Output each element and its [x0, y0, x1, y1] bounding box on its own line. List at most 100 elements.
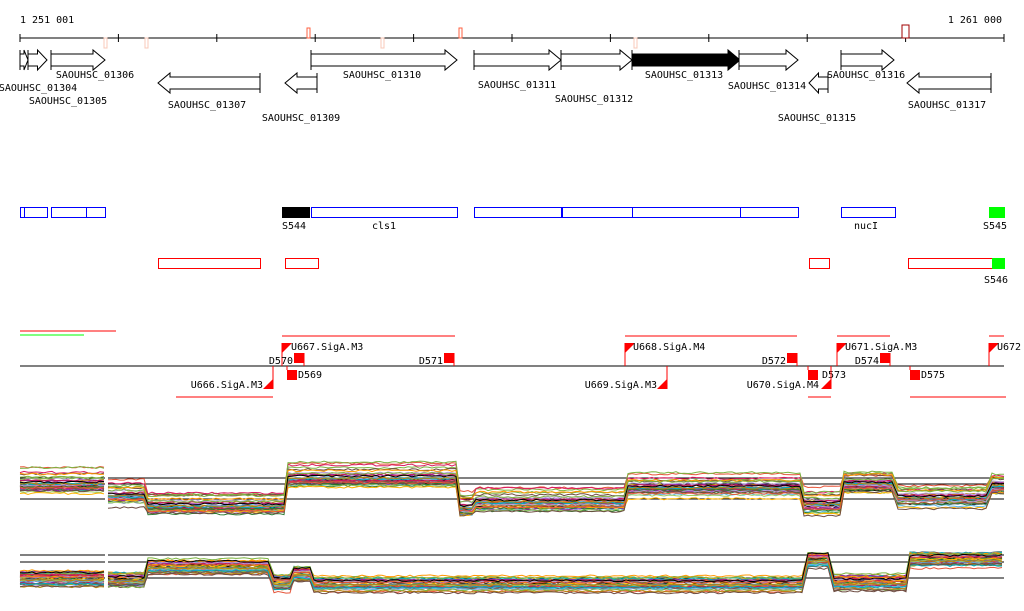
feature-label: D569 [298, 370, 322, 381]
profile-line [19, 480, 1005, 513]
segment-box[interactable] [285, 258, 319, 269]
gene-arrow-icon[interactable] [808, 71, 829, 95]
gene-saouhsc_01313[interactable]: SAOUHSC_01313 [631, 48, 741, 81]
segment-box[interactable] [992, 258, 1005, 269]
feature-d575[interactable]: D575 [909, 366, 945, 381]
feature-d572[interactable]: D572 [762, 353, 798, 367]
feature-u672[interactable]: U672 [988, 342, 1021, 366]
segment-box[interactable] [474, 207, 562, 218]
gene-arrow-icon[interactable] [284, 71, 318, 95]
segment-label-s546: S546 [984, 275, 1008, 286]
gene-label: SAOUHSC_01316 [827, 70, 905, 81]
expression-profile-top [19, 460, 1005, 518]
feature-d574[interactable]: D574 [855, 353, 891, 367]
gene-arrow-icon[interactable] [738, 48, 799, 72]
segment-box[interactable] [20, 207, 25, 218]
box-marker-icon [287, 370, 297, 380]
gene-saouhsc_01316[interactable]: SAOUHSC_01316 [827, 48, 905, 81]
segment-box[interactable] [632, 207, 741, 218]
reverse-segment-track: S546 [158, 258, 1008, 286]
segment-box[interactable] [282, 207, 310, 218]
ruler-marker [144, 37, 149, 49]
box-marker-icon [910, 370, 920, 380]
feature-label: D573 [822, 370, 846, 381]
box-marker-icon [294, 353, 304, 363]
gene-label: SAOUHSC_01310 [343, 70, 421, 81]
gene-label: SAOUHSC_01315 [778, 113, 856, 124]
segment-box[interactable] [841, 207, 896, 218]
flag-icon [282, 343, 292, 353]
gene-arrow-icon[interactable] [19, 49, 29, 71]
gene-arrow-icon[interactable] [473, 48, 562, 72]
segment-box[interactable] [740, 207, 799, 218]
gene-arrow-icon[interactable] [906, 71, 992, 95]
gene-arrow-icon[interactable] [310, 48, 458, 72]
feature-u671-siga-m3[interactable]: U671.SigA.M3 [836, 342, 917, 366]
forward-segment-track: S544 cls1 nucI S545 [20, 207, 1007, 232]
gene-arrow-icon[interactable] [157, 71, 261, 95]
gene-saouhsc_01306[interactable]: SAOUHSC_01306 [50, 48, 134, 81]
gene-label: SAOUHSC_01311 [478, 80, 556, 91]
profile-line [19, 563, 1003, 591]
segment-box[interactable] [311, 207, 458, 218]
feature-d573[interactable]: D573 [807, 366, 846, 381]
gene-arrow-icon[interactable] [50, 48, 106, 72]
ruler-marker [380, 37, 385, 49]
profile-line [19, 482, 1004, 518]
segment-box[interactable] [562, 207, 633, 218]
gene-saouhsc_01314[interactable]: SAOUHSC_01314 [728, 48, 806, 92]
gene-arrow-icon[interactable] [27, 48, 48, 72]
gene-track: SAOUHSC_01304SAOUHSC_01305SAOUHSC_01306S… [0, 48, 992, 124]
gene-saouhsc_01315[interactable]: SAOUHSC_01315 [778, 71, 856, 124]
feature-d569[interactable]: D569 [286, 366, 322, 381]
feature-d570[interactable]: D570 [269, 353, 305, 367]
segment-box[interactable] [51, 207, 87, 218]
gene-label: SAOUHSC_01304 [0, 83, 77, 94]
feature-label: U672 [997, 342, 1021, 353]
gene-saouhsc_01309[interactable]: SAOUHSC_01309 [262, 71, 340, 124]
feature-d571[interactable]: D571 [419, 353, 455, 367]
gene-saouhsc_01305[interactable]: SAOUHSC_01305 [27, 48, 107, 107]
segment-box[interactable] [24, 207, 48, 218]
profile-line [19, 552, 1003, 579]
gene-saouhsc_01311[interactable]: SAOUHSC_01311 [473, 48, 562, 91]
feature-label: D572 [762, 356, 786, 367]
profile-line [19, 555, 1003, 584]
feature-label: U667.SigA.M3 [291, 342, 363, 353]
ruler-start-label: 1 251 001 [20, 15, 74, 26]
gene-label: SAOUHSC_01314 [728, 81, 806, 92]
gene-saouhsc_01310[interactable]: SAOUHSC_01310 [310, 48, 458, 81]
segment-box[interactable] [86, 207, 106, 218]
gene-arrow-icon[interactable] [560, 48, 633, 72]
profile-line [19, 559, 1003, 587]
gene-arrow-icon[interactable] [840, 48, 895, 72]
feature-u667-siga-m3[interactable]: U667.SigA.M3 [281, 342, 363, 366]
feature-u666-siga-m3[interactable]: U666.SigA.M3 [191, 366, 274, 391]
gene-label: SAOUHSC_01307 [168, 100, 246, 111]
feature-label: U666.SigA.M3 [191, 380, 263, 391]
ruler-marker [633, 37, 638, 49]
feature-label: U670.SigA.M4 [747, 380, 819, 391]
gene-arrow-icon[interactable] [631, 48, 741, 72]
flag-icon [821, 379, 831, 389]
segment-label-s545: S545 [983, 221, 1007, 232]
gene-saouhsc_01312[interactable]: SAOUHSC_01312 [555, 48, 633, 105]
segment-box[interactable] [989, 207, 1005, 218]
gene-saouhsc_01304[interactable]: SAOUHSC_01304 [0, 49, 77, 94]
feature-u668-siga-m4[interactable]: U668.SigA.M4 [624, 342, 705, 366]
feature-label: D574 [855, 356, 879, 367]
ruler-end-label: 1 261 000 [948, 15, 1002, 26]
feature-u669-siga-m3[interactable]: U669.SigA.M3 [585, 366, 668, 391]
profile-line [19, 552, 1003, 583]
expression-profile-bottom [19, 551, 1004, 595]
segment-box[interactable] [908, 258, 993, 269]
box-marker-icon [880, 353, 890, 363]
box-marker-icon [808, 370, 818, 380]
gene-saouhsc_01317[interactable]: SAOUHSC_01317 [906, 71, 992, 111]
segment-box[interactable] [158, 258, 261, 269]
segment-box[interactable] [809, 258, 830, 269]
gene-saouhsc_01307[interactable]: SAOUHSC_01307 [157, 71, 261, 111]
feature-u670-siga-m4[interactable]: U670.SigA.M4 [747, 366, 832, 391]
feature-label: D575 [921, 370, 945, 381]
